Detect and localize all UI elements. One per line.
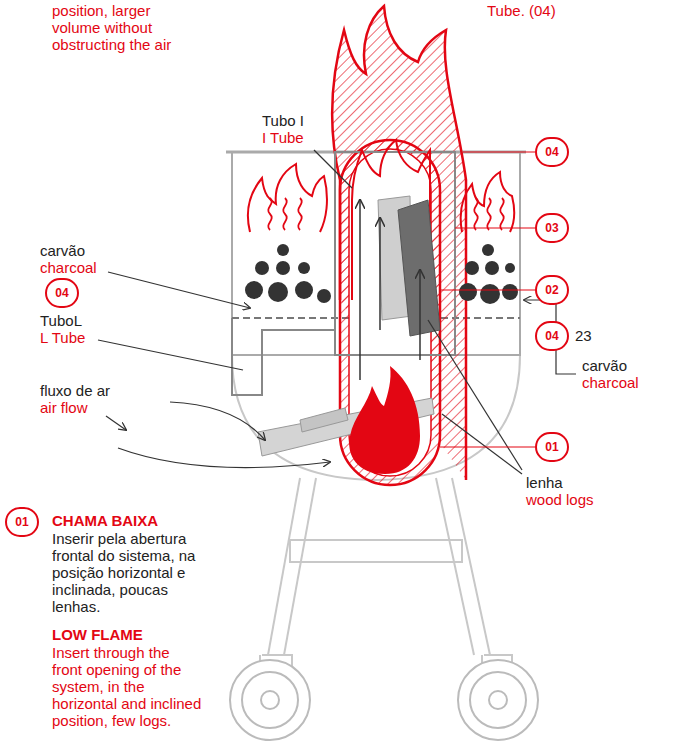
part-label: TuboL xyxy=(40,312,82,329)
part-label: lenha xyxy=(526,474,563,491)
part-label: L Tube xyxy=(40,329,85,346)
part-label: I Tube xyxy=(262,129,304,146)
callout-number: 04 xyxy=(45,278,79,308)
step-text: Inserir pela abertura frontal do sistema… xyxy=(52,530,202,615)
part-label: carvão xyxy=(582,357,627,374)
callout-number: 01 xyxy=(5,507,39,537)
page-number: 23 xyxy=(575,327,592,344)
part-label: wood logs xyxy=(526,491,594,508)
callout-number: 01 xyxy=(535,432,569,462)
part-label: charcoal xyxy=(40,259,97,276)
callout-number: 03 xyxy=(535,213,569,243)
callout-number: 02 xyxy=(535,275,569,305)
step-heading: CHAMA BAIXA xyxy=(52,512,158,529)
part-label: Tubo I xyxy=(262,112,304,129)
note-text: position, larger volume without obstruct… xyxy=(52,2,202,53)
note-text: Tube. (04) xyxy=(487,2,556,19)
callout-number: 04 xyxy=(535,321,569,351)
step-heading: LOW FLAME xyxy=(52,626,143,643)
part-label: carvão xyxy=(40,242,85,259)
part-label: air flow xyxy=(40,399,88,416)
callout-number: 04 xyxy=(535,137,569,167)
part-label: charcoal xyxy=(582,374,639,391)
part-label: fluxo de ar xyxy=(40,382,110,399)
step-text: Insert through the front opening of the … xyxy=(52,644,202,729)
